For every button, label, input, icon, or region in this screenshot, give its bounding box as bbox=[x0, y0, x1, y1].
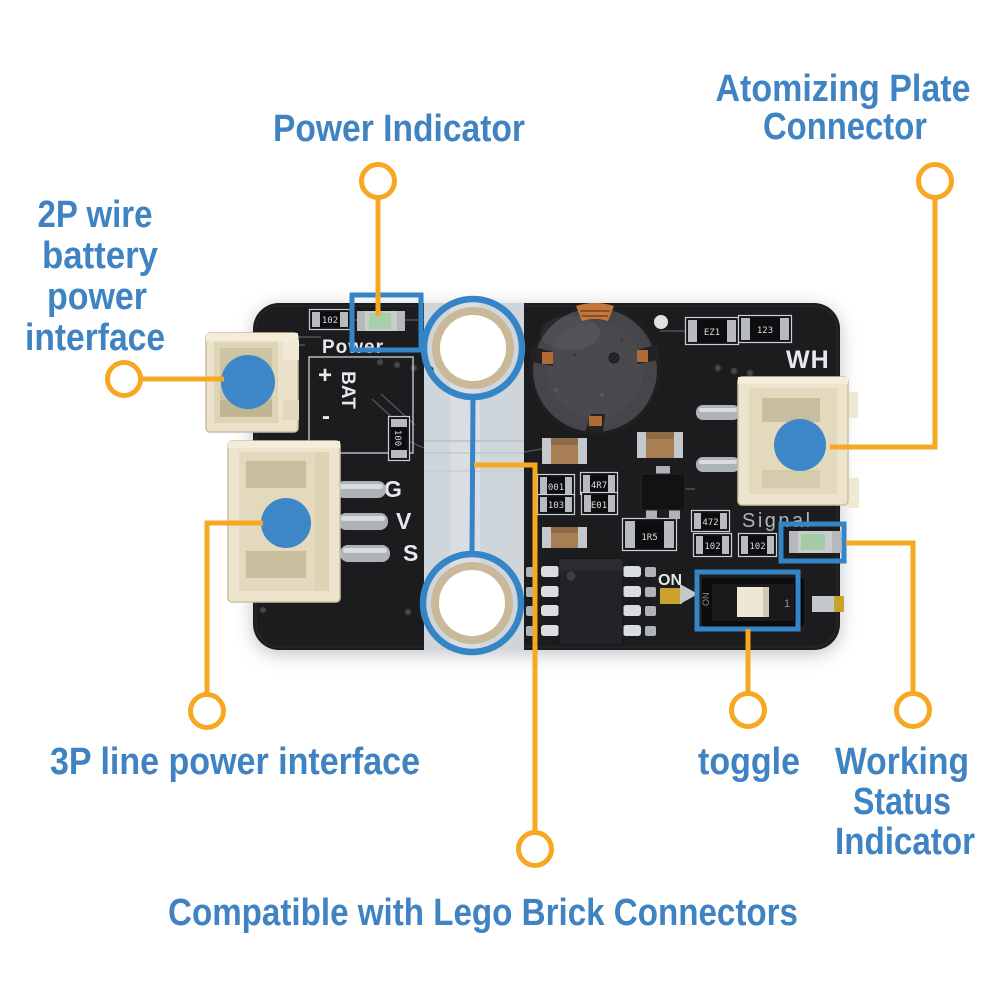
callout-lego-circle bbox=[516, 830, 554, 868]
resistor-472: 472 bbox=[690, 509, 731, 533]
callout-3p-circle bbox=[188, 692, 226, 730]
silkscreen-plus: + bbox=[318, 362, 332, 389]
marker-dot-atomizing bbox=[774, 419, 826, 471]
label-battery-line2: battery bbox=[42, 235, 158, 277]
label-battery-line3: power bbox=[47, 276, 147, 318]
svg-text:102: 102 bbox=[704, 542, 720, 552]
svg-text:102: 102 bbox=[749, 542, 765, 552]
power-connector-3p-pins bbox=[336, 481, 390, 562]
callout-3p-line bbox=[204, 520, 263, 694]
svg-text:103: 103 bbox=[548, 501, 564, 511]
label-battery-line1: 2P wire bbox=[38, 194, 153, 236]
label-lego: Compatible with Lego Brick Connectors bbox=[168, 892, 798, 934]
label-atomizing-line1: Atomizing Plate bbox=[716, 68, 971, 110]
label-working-line2: Status bbox=[853, 781, 951, 823]
marker-dot-3p bbox=[261, 498, 311, 548]
silkscreen-wh: WH bbox=[786, 346, 830, 374]
label-battery-line4: interface bbox=[25, 317, 165, 359]
label-atomizing-line2: Connector bbox=[763, 106, 927, 148]
marker-dot-battery bbox=[221, 355, 275, 409]
resistor-ez1: EZ1 bbox=[684, 316, 740, 346]
callout-labels: Power Indicator Atomizing Plate Connecto… bbox=[25, 68, 975, 934]
highlight-ring-hole-top bbox=[420, 295, 526, 401]
toggle-switch: ON 1 bbox=[660, 576, 844, 628]
mounting-hole-bottom bbox=[431, 562, 513, 644]
silkscreen-g: G bbox=[384, 476, 402, 502]
svg-text:472: 472 bbox=[702, 518, 718, 528]
silkscreen-v: V bbox=[396, 508, 412, 534]
svg-text:123: 123 bbox=[757, 326, 773, 336]
working-status-led bbox=[789, 531, 841, 553]
label-power-indicator: Power Indicator bbox=[273, 108, 525, 150]
resistor-102-b: 102 bbox=[737, 532, 778, 558]
blue-annotations bbox=[349, 292, 847, 656]
label-working-line1: Working bbox=[835, 741, 969, 783]
silkscreen-on: ON bbox=[658, 572, 682, 589]
callout-working-line bbox=[846, 540, 916, 693]
battery-connector-2p bbox=[205, 332, 299, 433]
label-working-line3: Indicator bbox=[835, 821, 975, 863]
silkscreen-s: S bbox=[403, 540, 418, 566]
resistor-1r5: 1R5 bbox=[621, 517, 678, 552]
mounting-hole-top bbox=[432, 307, 514, 389]
highlight-box-power-led bbox=[349, 292, 424, 353]
resistor-102-top: 102 bbox=[308, 308, 352, 331]
callout-power-indicator-circle bbox=[359, 162, 397, 200]
resistor-102-a: 102 bbox=[692, 532, 733, 558]
callout-atomizing-circle bbox=[916, 162, 954, 200]
hole-connector-line bbox=[469, 398, 476, 553]
svg-text:ON: ON bbox=[701, 593, 711, 607]
callout-atomizing-line bbox=[830, 199, 938, 450]
capacitor-2 bbox=[637, 432, 683, 458]
resistor-103: 103 bbox=[536, 493, 576, 516]
resistor-123: 123 bbox=[737, 314, 793, 344]
svg-text:EZ1: EZ1 bbox=[704, 328, 720, 338]
inductor bbox=[529, 303, 668, 436]
sot23-transistor bbox=[640, 466, 686, 519]
callout-battery-circle bbox=[105, 360, 143, 398]
atomizing-connector bbox=[696, 376, 859, 508]
silkscreen-signal: Signal bbox=[742, 510, 813, 532]
power-led bbox=[357, 311, 405, 331]
label-3p-interface: 3P line power interface bbox=[50, 741, 420, 783]
svg-text:1: 1 bbox=[784, 598, 790, 610]
label-toggle: toggle bbox=[698, 741, 800, 783]
highlight-ring-hole-bottom bbox=[419, 550, 525, 656]
capacitor-1 bbox=[542, 438, 587, 464]
resistor-e01: E01 bbox=[580, 491, 619, 516]
resistor-100-vertical: 100 bbox=[387, 415, 411, 462]
fiducial-dot bbox=[654, 315, 668, 329]
svg-text:4R7: 4R7 bbox=[591, 481, 607, 491]
svg-text:1R5: 1R5 bbox=[641, 533, 657, 543]
orange-callouts bbox=[105, 162, 954, 868]
highlight-box-status-led bbox=[778, 521, 847, 564]
callout-working-circle bbox=[894, 691, 932, 729]
svg-text:E01: E01 bbox=[591, 501, 607, 511]
svg-text:001: 001 bbox=[548, 483, 564, 493]
capacitor-3 bbox=[542, 527, 587, 548]
silkscreen-minus: - bbox=[322, 403, 330, 430]
svg-text:100: 100 bbox=[392, 430, 402, 446]
silkscreen-bat: BAT bbox=[337, 371, 358, 409]
svg-text:102: 102 bbox=[322, 316, 338, 326]
callout-toggle-circle bbox=[729, 691, 767, 729]
resistor-4r7: 4R7 bbox=[579, 471, 619, 496]
callout-lego-line bbox=[474, 462, 538, 832]
resistor-001: 001 bbox=[536, 473, 576, 498]
